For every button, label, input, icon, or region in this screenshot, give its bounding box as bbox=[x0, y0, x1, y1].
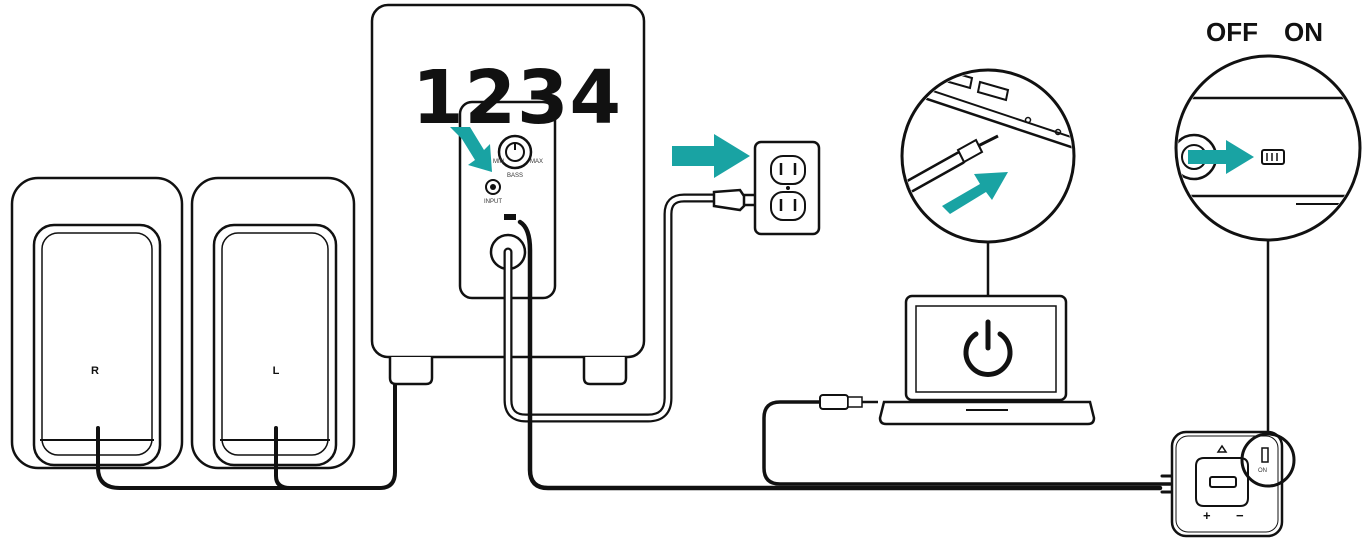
step-numbers: 1234 bbox=[412, 55, 622, 141]
speaker-left: L bbox=[190, 176, 356, 470]
control-pod: + − ON bbox=[1170, 430, 1284, 538]
laptop-audio-cable bbox=[762, 400, 1172, 486]
switch-off-label: OFF bbox=[1206, 17, 1258, 47]
svg-text:INPUT: INPUT bbox=[484, 199, 502, 205]
power-switch-callout bbox=[1174, 54, 1362, 242]
svg-text:MIN: MIN bbox=[493, 159, 504, 165]
power-cord bbox=[503, 193, 721, 423]
arrow-right-icon bbox=[450, 127, 492, 172]
laptop bbox=[878, 294, 1096, 426]
switch-highlight-circle bbox=[1240, 432, 1296, 488]
power-icon bbox=[963, 319, 1013, 377]
audio-jack-icon bbox=[819, 394, 878, 410]
arrow-right-icon bbox=[942, 172, 1008, 214]
svg-text:ON: ON bbox=[1258, 468, 1267, 474]
svg-text:MAX: MAX bbox=[530, 159, 543, 165]
laptop-port-callout bbox=[900, 68, 1076, 244]
volume-plus-label: + bbox=[1203, 508, 1211, 523]
speaker-left-label: L bbox=[273, 365, 280, 377]
volume-minus-label: − bbox=[1236, 508, 1244, 523]
arrow-right-icon bbox=[672, 134, 750, 178]
switch-on-label: ON bbox=[1284, 17, 1323, 47]
speaker-right: R bbox=[10, 176, 184, 470]
arrow-right-icon bbox=[1188, 140, 1254, 174]
svg-text:BASS: BASS bbox=[507, 173, 523, 179]
power-plug bbox=[712, 188, 760, 212]
power-outlet-icon bbox=[753, 140, 821, 236]
speaker-right-label: R bbox=[91, 365, 99, 377]
